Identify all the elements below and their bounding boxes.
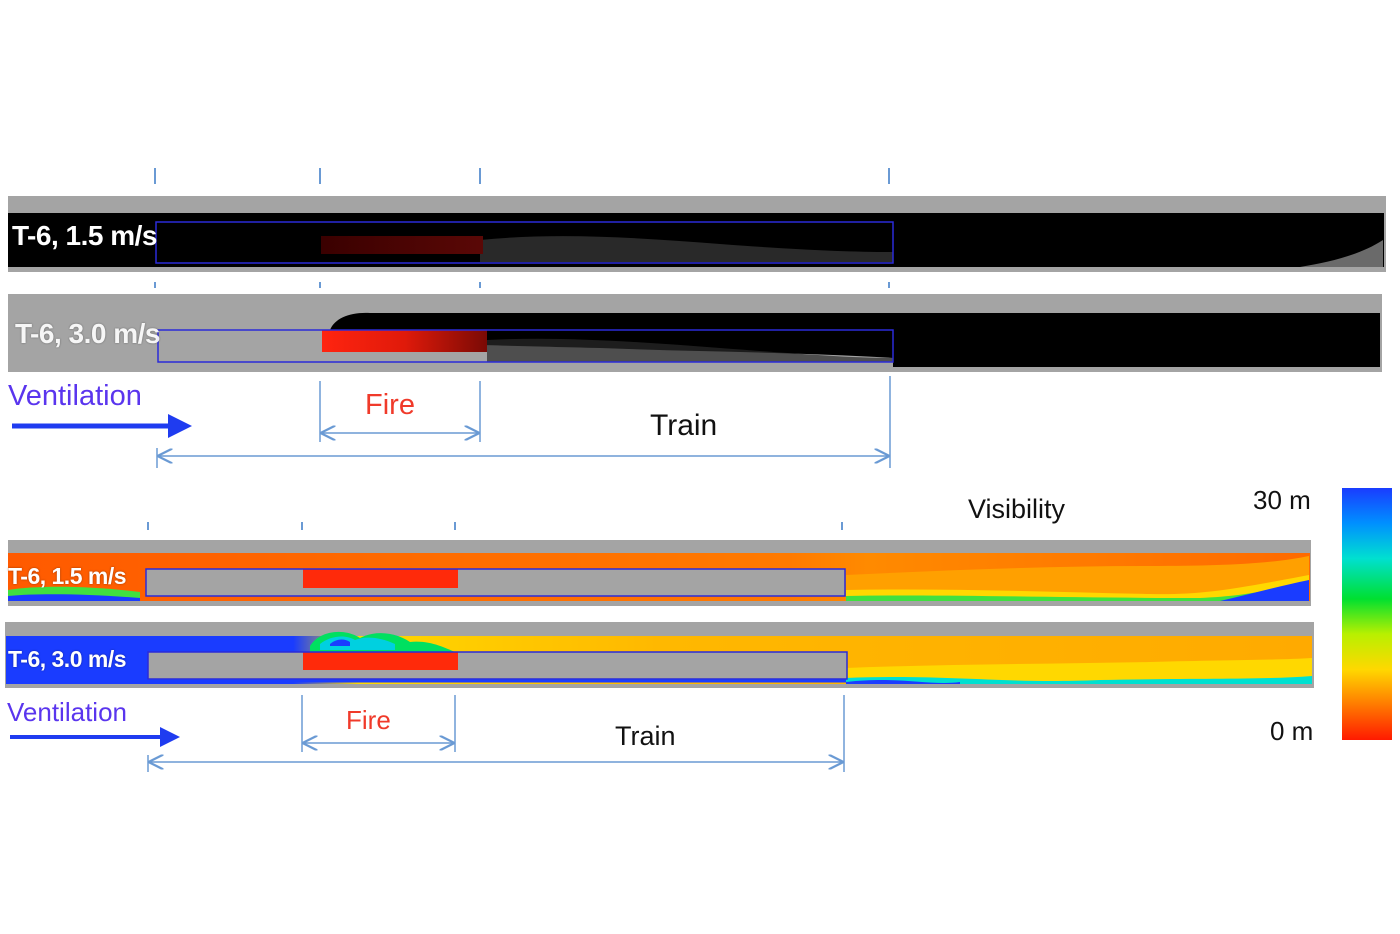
vis-fire-dimension: [301, 695, 456, 752]
vis-panel-1: [8, 540, 1311, 606]
smoke-train-dimension: [156, 376, 891, 468]
smoke-fire-label: Fire: [365, 389, 415, 421]
smoke-mid-ticks: [154, 282, 890, 288]
smoke-panel-2-label: T-6, 3.0 m/s: [15, 318, 160, 349]
smoke-panel-2: [8, 294, 1382, 372]
smoke-panel-1: [8, 196, 1386, 272]
smoke-top-ticks: [154, 168, 890, 184]
smoke-fire-dimension: [319, 381, 481, 442]
vis-top-ticks: [147, 522, 843, 530]
smoke-train-label: Train: [650, 409, 718, 442]
smoke-panel-1-label: T-6, 1.5 m/s: [12, 220, 157, 251]
vis-panel-2: [5, 622, 1314, 688]
vis-panel-2-label: T-6, 3.0 m/s: [8, 646, 127, 672]
vis-train-label: Train: [615, 721, 676, 751]
smoke-ventilation-arrow: [12, 414, 192, 438]
smoke-ventilation-label: Ventilation: [8, 380, 142, 412]
vis-ventilation-label: Ventilation: [7, 697, 127, 727]
colorbar-min-label: 0 m: [1270, 716, 1314, 746]
vis-fire-label: Fire: [346, 705, 391, 735]
vis-train-dimension: [147, 695, 845, 772]
visibility-title: Visibility: [968, 494, 1066, 524]
vis-panel-1-label: T-6, 1.5 m/s: [8, 563, 127, 589]
vis-ventilation-arrow: [10, 727, 180, 747]
visibility-colorbar: [1342, 488, 1392, 740]
colorbar-max-label: 30 m: [1253, 485, 1311, 515]
